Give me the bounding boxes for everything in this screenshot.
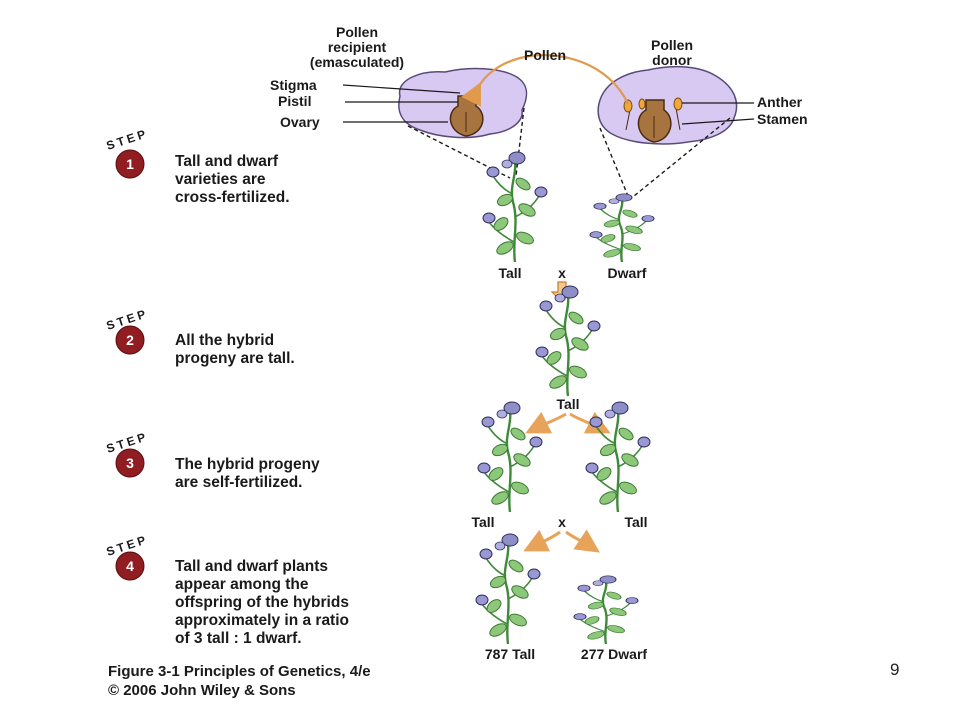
caption-line-1: Figure 3-1 Principles of Genetics, 4/e [108,663,371,680]
f1-tall-plant [534,284,602,398]
step-4: STEP 4 Tall and dwarf plants appear amon… [105,532,349,647]
svg-text:3: 3 [126,455,134,471]
f1-right-plant [584,400,652,514]
f2-tall-plant [474,532,542,646]
zoom-lines [407,107,731,197]
stigma-label: Stigma [270,77,317,93]
svg-text:varieties are: varieties are [175,171,266,188]
svg-text:(emasculated): (emasculated) [310,54,404,70]
svg-text:2: 2 [126,332,134,348]
svg-text:Pollen: Pollen [336,24,378,40]
svg-text:approximately in a ratio: approximately in a ratio [175,612,349,629]
svg-text:appear among the: appear among the [175,576,309,593]
cross-symbol: x [558,265,566,281]
page-number: 9 [890,660,900,679]
parent-dwarf-label: Dwarf [608,265,647,281]
f1-right-label: Tall [624,514,647,530]
svg-text:The hybrid progeny: The hybrid progeny [175,456,320,473]
svg-text:Pollen: Pollen [651,37,693,53]
pollen-transfer-arrow [461,54,630,107]
recipient-title: Pollen recipient (emasculated) [310,24,404,70]
parent-tall-plant [481,150,549,264]
step-3: STEP 3 The hybrid progeny are self-ferti… [105,429,320,491]
ovary-label: Ovary [280,114,320,130]
f1-cross-symbol: x [558,514,566,530]
svg-text:progeny are tall.: progeny are tall. [175,350,295,367]
svg-text:are self-fertilized.: are self-fertilized. [175,474,303,491]
svg-text:recipient: recipient [328,39,387,55]
step-2: STEP 2 All the hybrid progeny are tall. [105,306,295,367]
svg-text:All the hybrid: All the hybrid [175,332,274,349]
parent-tall-label: Tall [498,265,521,281]
anther-icon [623,99,633,113]
step-1: STEP 1 Tall and dwarf varieties are cros… [105,126,290,206]
recipient-flower [398,67,528,139]
svg-text:donor: donor [652,52,692,68]
step-word: STEP [105,126,151,153]
svg-text:cross-fertilized.: cross-fertilized. [175,189,290,206]
donor-title: Pollen donor [651,37,693,68]
svg-text:of 3 tall : 1 dwarf.: of 3 tall : 1 dwarf. [175,630,302,647]
pistil-label: Pistil [278,93,311,109]
pollen-label: Pollen [524,47,566,63]
svg-text:Tall and dwarf plants: Tall and dwarf plants [175,558,328,575]
donor-flower [597,65,738,145]
f1-left-plant [476,400,544,514]
svg-text:4: 4 [126,558,134,574]
svg-text:Tall and dwarf: Tall and dwarf [175,153,279,170]
anther-label: Anther [757,94,803,110]
caption-line-2: © 2006 John Wiley & Sons [108,682,296,699]
svg-text:offspring of the hybrids: offspring of the hybrids [175,594,349,611]
f2-dwarf-plant [572,574,640,646]
parent-dwarf-plant [588,192,656,264]
f1-left-label: Tall [471,514,494,530]
branch-arrows-2 [523,529,600,553]
f2-tall-label: 787 Tall [485,646,535,662]
f1-tall-label: Tall [556,396,579,412]
stamen-label: Stamen [757,111,808,127]
svg-text:1: 1 [126,156,134,172]
figure-caption: Figure 3-1 Principles of Genetics, 4/e ©… [108,662,371,700]
f2-dwarf-label: 277 Dwarf [581,646,647,662]
